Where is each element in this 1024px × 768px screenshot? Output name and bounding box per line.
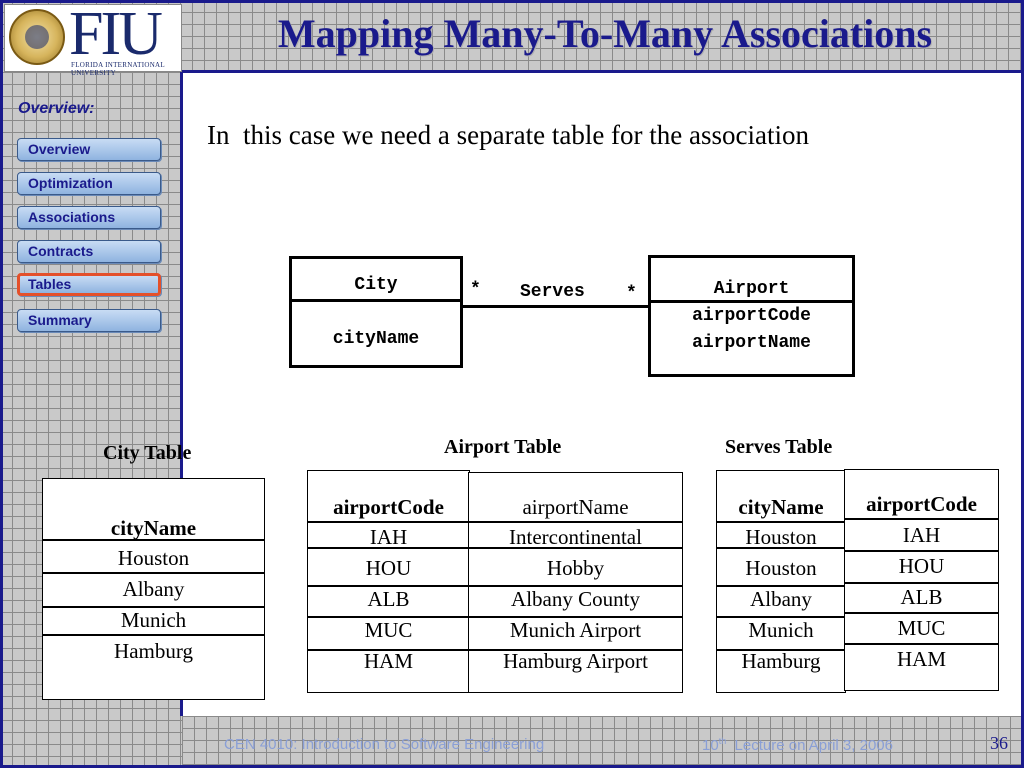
uml-airport-class: Airport airportCode airportName	[648, 255, 855, 377]
table-row-divider	[308, 649, 469, 651]
serves-table-caption: Serves Table	[725, 436, 833, 458]
table-row-divider	[717, 616, 845, 618]
table-cell: HAM	[363, 649, 413, 673]
uml-right-multiplicity: *	[626, 284, 637, 304]
table-cell: MUC	[897, 616, 946, 640]
serves-airport-column: airportCode IAH HOU ALB MUC HAM	[844, 469, 999, 691]
table-row-divider	[469, 585, 682, 587]
uml-association-line	[460, 305, 650, 308]
serves-airport-header: airportCode	[866, 492, 977, 516]
uml-left-multiplicity: *	[470, 280, 481, 300]
table-cell: Houston	[117, 546, 190, 570]
nav-associations-button[interactable]: Associations	[17, 206, 161, 229]
intro-text: In this case we need a separate table fo…	[207, 120, 809, 150]
table-cell: Hobby	[546, 556, 605, 580]
table-row-divider	[717, 547, 845, 549]
slide-title: Mapping Many-To-Many Associations	[277, 11, 933, 56]
airport-code-column: airportCode IAH HOU ALB MUC HAM	[307, 470, 470, 693]
table-row-divider	[717, 585, 845, 587]
table-cell: HOU	[898, 554, 945, 578]
header-divider	[180, 70, 1024, 73]
table-row-divider	[308, 547, 469, 549]
table-row-divider	[845, 612, 998, 614]
table-cell: Hamburg	[741, 649, 821, 673]
city-table-caption: City Table	[103, 442, 192, 464]
page-number: 36	[990, 733, 1008, 753]
table-cell: Munich	[120, 608, 187, 632]
table-row-divider	[43, 634, 264, 636]
university-seal-icon	[9, 9, 65, 65]
table-row-divider	[308, 616, 469, 618]
table-row-divider	[469, 547, 682, 549]
footer-lecture-date: Lecture on April 3, 2006	[726, 737, 893, 754]
uml-airport-name: Airport	[713, 279, 790, 299]
table-row-divider	[308, 521, 469, 523]
table-cell: Intercontinental	[509, 525, 642, 549]
nav-contracts-button[interactable]: Contracts	[17, 240, 161, 263]
table-row-divider	[717, 649, 845, 651]
uml-city-name: City	[354, 275, 398, 295]
table-row-divider	[845, 582, 998, 584]
uml-association-label: Serves	[520, 282, 585, 302]
footer-lecture-suffix: th	[718, 736, 727, 746]
table-cell: IAH	[902, 523, 941, 547]
uml-city-attribute: cityName	[332, 329, 420, 349]
fiu-logo: FIU FLORIDA INTERNATIONAL UNIVERSITY	[4, 0, 182, 77]
table-cell: Albany County	[511, 587, 640, 611]
airport-table-caption: Airport Table	[444, 436, 562, 458]
airport-name-column: airportName Intercontinental Hobby Alban…	[468, 472, 683, 693]
nav-tables-button[interactable]: Tables	[17, 273, 161, 296]
serves-city-header: cityName	[738, 495, 824, 519]
table-cell: HOU	[365, 556, 412, 580]
uml-airport-attribute: airportCode	[692, 306, 811, 326]
table-cell: IAH	[369, 525, 408, 549]
table-cell: Albany	[122, 577, 185, 601]
table-cell: Hamburg	[114, 639, 193, 663]
sidebar-divider	[180, 72, 183, 716]
footer-grid-background	[182, 716, 1024, 768]
city-table-header: cityName	[110, 516, 197, 540]
table-cell: Munich	[748, 618, 814, 642]
table-cell: Albany	[750, 587, 812, 611]
table-row-divider	[845, 550, 998, 552]
table-cell: HAM	[896, 647, 946, 671]
logo-subtitle: FLORIDA INTERNATIONAL UNIVERSITY	[71, 61, 165, 77]
table-cell: Houston	[745, 556, 817, 580]
table-row-divider	[845, 518, 998, 520]
table-cell: Munich Airport	[509, 618, 642, 642]
logo-wordmark: FIU	[69, 0, 163, 68]
table-row-divider	[717, 521, 845, 523]
table-row-divider	[308, 585, 469, 587]
footer-lecture-number: 10	[702, 737, 719, 754]
nav-summary-button[interactable]: Summary	[17, 309, 161, 332]
uml-city-class: City cityName	[289, 256, 463, 368]
footer-course: CEN 4010: Introduction to Software Engin…	[224, 736, 545, 753]
nav-overview-button[interactable]: Overview	[17, 138, 161, 161]
uml-airport-divider	[651, 300, 852, 303]
uml-city-divider	[292, 299, 460, 302]
table-cell: ALB	[900, 585, 943, 609]
table-row-divider	[469, 649, 682, 651]
airport-name-header: airportName	[522, 495, 629, 519]
table-cell: ALB	[367, 587, 410, 611]
table-row-divider	[43, 606, 264, 608]
table-row-divider	[43, 539, 264, 541]
footer-lecture: 10th Lecture on April 3, 2006	[702, 736, 893, 754]
airport-code-header: airportCode	[333, 495, 444, 519]
city-table: cityName Houston Albany Munich Hamburg	[42, 478, 265, 700]
serves-city-column: cityName Houston Houston Albany Munich H…	[716, 470, 846, 693]
nav-optimization-button[interactable]: Optimization	[17, 172, 161, 195]
table-row-divider	[43, 572, 264, 574]
table-cell: Houston	[745, 525, 817, 549]
table-row-divider	[469, 616, 682, 618]
table-row-divider	[845, 643, 998, 645]
table-cell: MUC	[364, 618, 413, 642]
uml-airport-attribute: airportName	[692, 333, 811, 353]
sidebar-heading: Overview:	[18, 100, 95, 117]
table-row-divider	[469, 521, 682, 523]
table-cell: Hamburg Airport	[503, 649, 648, 673]
